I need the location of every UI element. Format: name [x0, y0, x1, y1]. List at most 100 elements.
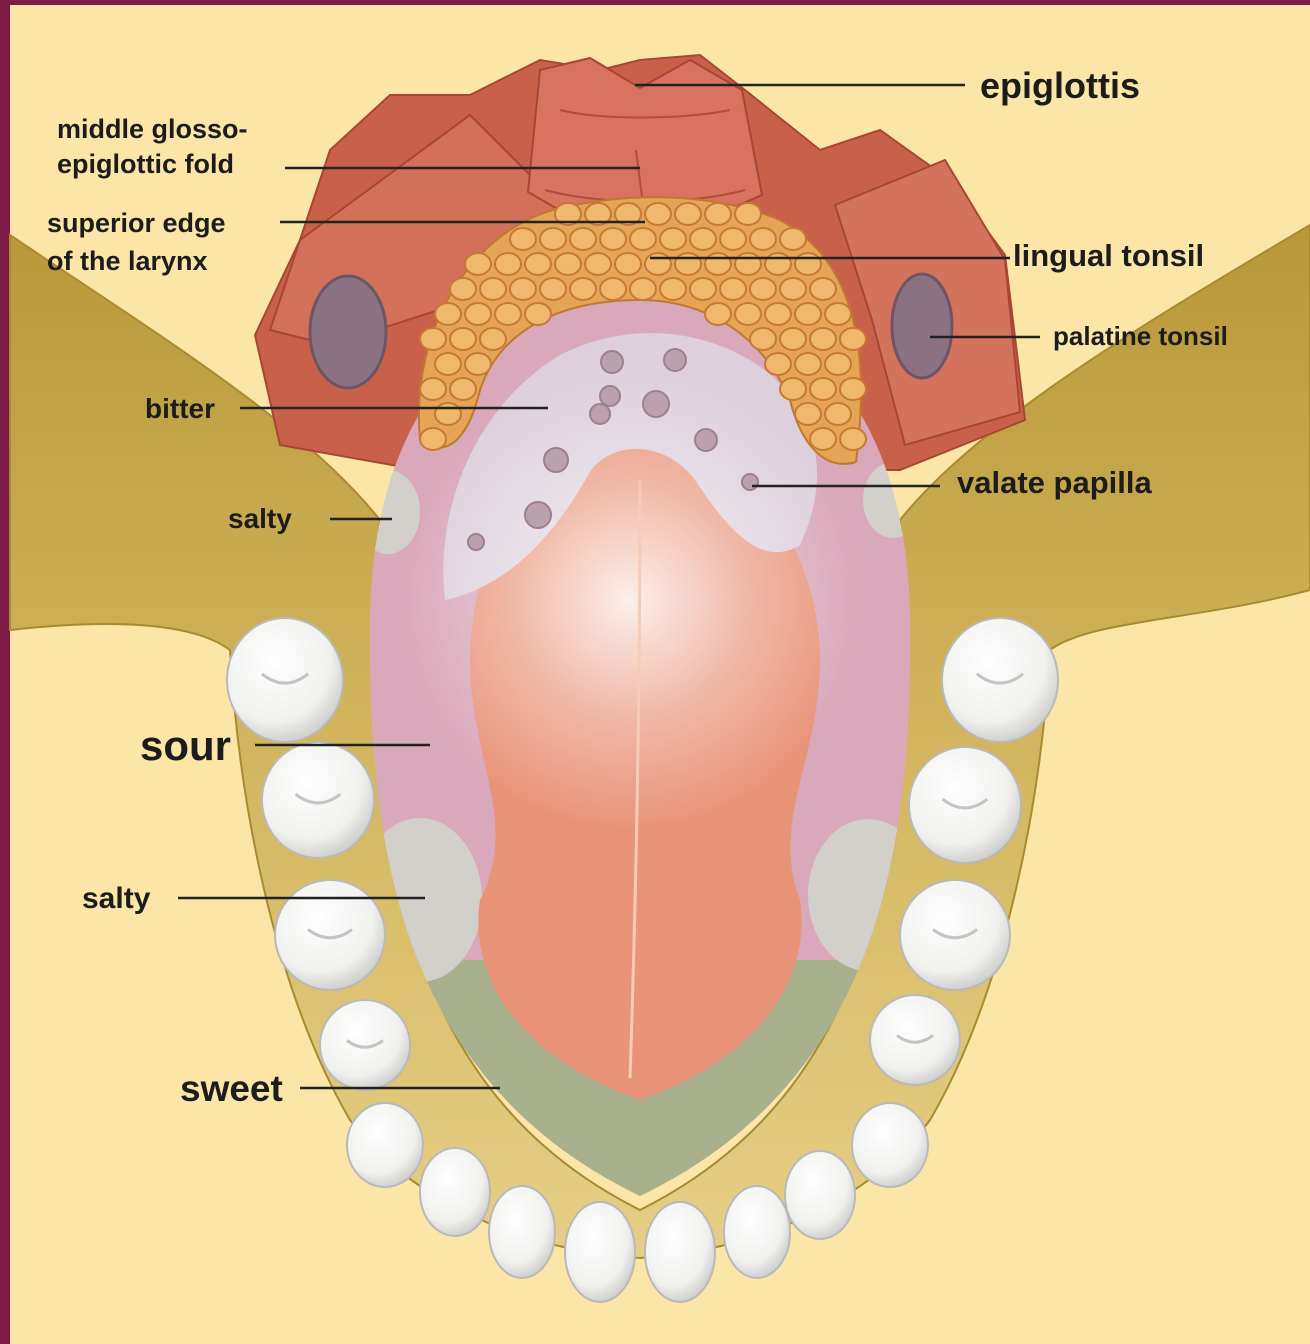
tonsil-nodule [780, 228, 806, 250]
label-lingual-tonsil: lingual tonsil [1013, 238, 1204, 273]
tonsil-nodule [660, 228, 686, 250]
tonsil-nodule [630, 278, 656, 300]
tonsil-nodule [825, 403, 851, 425]
tonsil-nodule [465, 353, 491, 375]
tonsil-nodule [630, 228, 656, 250]
tonsil-nodule [690, 278, 716, 300]
tonsil-nodule [675, 253, 701, 275]
tonsil-nodule [840, 378, 866, 400]
label-salty-lower: salty [82, 882, 151, 915]
tooth [227, 618, 343, 742]
label-glosso-fold-line2: epiglottic fold [57, 149, 234, 179]
valate-papilla-dot [544, 448, 568, 472]
tooth [275, 880, 385, 990]
tonsil-nodule [705, 303, 731, 325]
tooth [420, 1148, 490, 1236]
valate-papilla-dot [468, 534, 484, 550]
tonsil-nodule [570, 278, 596, 300]
label-sweet: sweet [180, 1068, 283, 1109]
palatine-tonsil-left [310, 276, 386, 388]
tooth [852, 1103, 928, 1187]
valate-papilla-dot [695, 429, 717, 451]
valate-papilla-dot [742, 474, 758, 490]
tonsil-nodule [450, 278, 476, 300]
tonsil-nodule [825, 353, 851, 375]
tonsil-nodule [810, 328, 836, 350]
tooth [565, 1202, 635, 1302]
tonsil-nodule [465, 253, 491, 275]
tonsil-nodule [810, 378, 836, 400]
tonsil-nodule [600, 278, 626, 300]
label-palatine-tonsil: palatine tonsil [1053, 321, 1228, 351]
tonsil-nodule [780, 328, 806, 350]
tonsil-nodule [525, 303, 551, 325]
tooth [645, 1202, 715, 1302]
tonsil-nodule [795, 403, 821, 425]
tonsil-nodule [795, 353, 821, 375]
tonsil-nodule [705, 203, 731, 225]
tonsil-nodule [840, 328, 866, 350]
tonsil-nodule [540, 278, 566, 300]
tooth [870, 995, 960, 1085]
tonsil-nodule [555, 253, 581, 275]
label-valate-papilla: valate papilla [957, 465, 1152, 500]
tonsil-nodule [840, 428, 866, 450]
tonsil-nodule [450, 378, 476, 400]
tonsil-nodule [420, 428, 446, 450]
tonsil-nodule [540, 228, 566, 250]
tooth [900, 880, 1010, 990]
tonsil-nodule [420, 328, 446, 350]
tonsil-nodule [600, 228, 626, 250]
tonsil-nodule [510, 278, 536, 300]
tonsil-nodule [810, 278, 836, 300]
tonsil-nodule [495, 253, 521, 275]
tonsil-nodule [705, 253, 731, 275]
tonsil-nodule [750, 228, 776, 250]
valate-papilla-dot [525, 502, 551, 528]
label-glosso-fold-line1: middle glosso- [57, 114, 248, 144]
tonsil-nodule [615, 253, 641, 275]
tonsil-nodule [435, 403, 461, 425]
tonsil-nodule [720, 278, 746, 300]
tooth [347, 1103, 423, 1187]
valate-papilla-dot [600, 386, 620, 406]
label-larynx-edge-line2: of the larynx [47, 246, 208, 276]
valate-papilla-dot [590, 404, 610, 424]
label-bitter: bitter [145, 393, 215, 424]
label-larynx-edge-line1: superior edge [47, 208, 226, 238]
tonsil-nodule [795, 253, 821, 275]
tonsil-nodule [750, 328, 776, 350]
tooth [489, 1186, 555, 1278]
tonsil-nodule [735, 303, 761, 325]
tonsil-nodule [570, 228, 596, 250]
tonsil-nodule [480, 328, 506, 350]
frame-left [0, 0, 10, 1344]
tonsil-nodule [765, 303, 791, 325]
frame-top [0, 0, 1310, 5]
tonsil-nodule [735, 253, 761, 275]
tonsil-nodule [525, 253, 551, 275]
tonsil-nodule [450, 328, 476, 350]
valate-papilla-dot [643, 391, 669, 417]
label-sour: sour [140, 722, 231, 769]
tonsil-nodule [465, 303, 491, 325]
tonsil-nodule [435, 303, 461, 325]
tooth [724, 1186, 790, 1278]
tonsil-nodule [795, 303, 821, 325]
tonsil-nodule [780, 378, 806, 400]
label-epiglottis: epiglottis [980, 65, 1140, 106]
tonsil-nodule [825, 303, 851, 325]
tonsil-nodule [810, 428, 836, 450]
tonsil-nodule [735, 203, 761, 225]
tonsil-nodule [765, 353, 791, 375]
tonsil-nodule [435, 353, 461, 375]
tonsil-nodule [510, 228, 536, 250]
tooth [942, 618, 1058, 742]
tonsil-nodule [750, 278, 776, 300]
palatine-tonsil-right [892, 274, 952, 378]
tonsil-nodule [690, 228, 716, 250]
tonsil-nodule [420, 378, 446, 400]
label-salty-upper: salty [228, 503, 292, 534]
tonsil-nodule [675, 203, 701, 225]
